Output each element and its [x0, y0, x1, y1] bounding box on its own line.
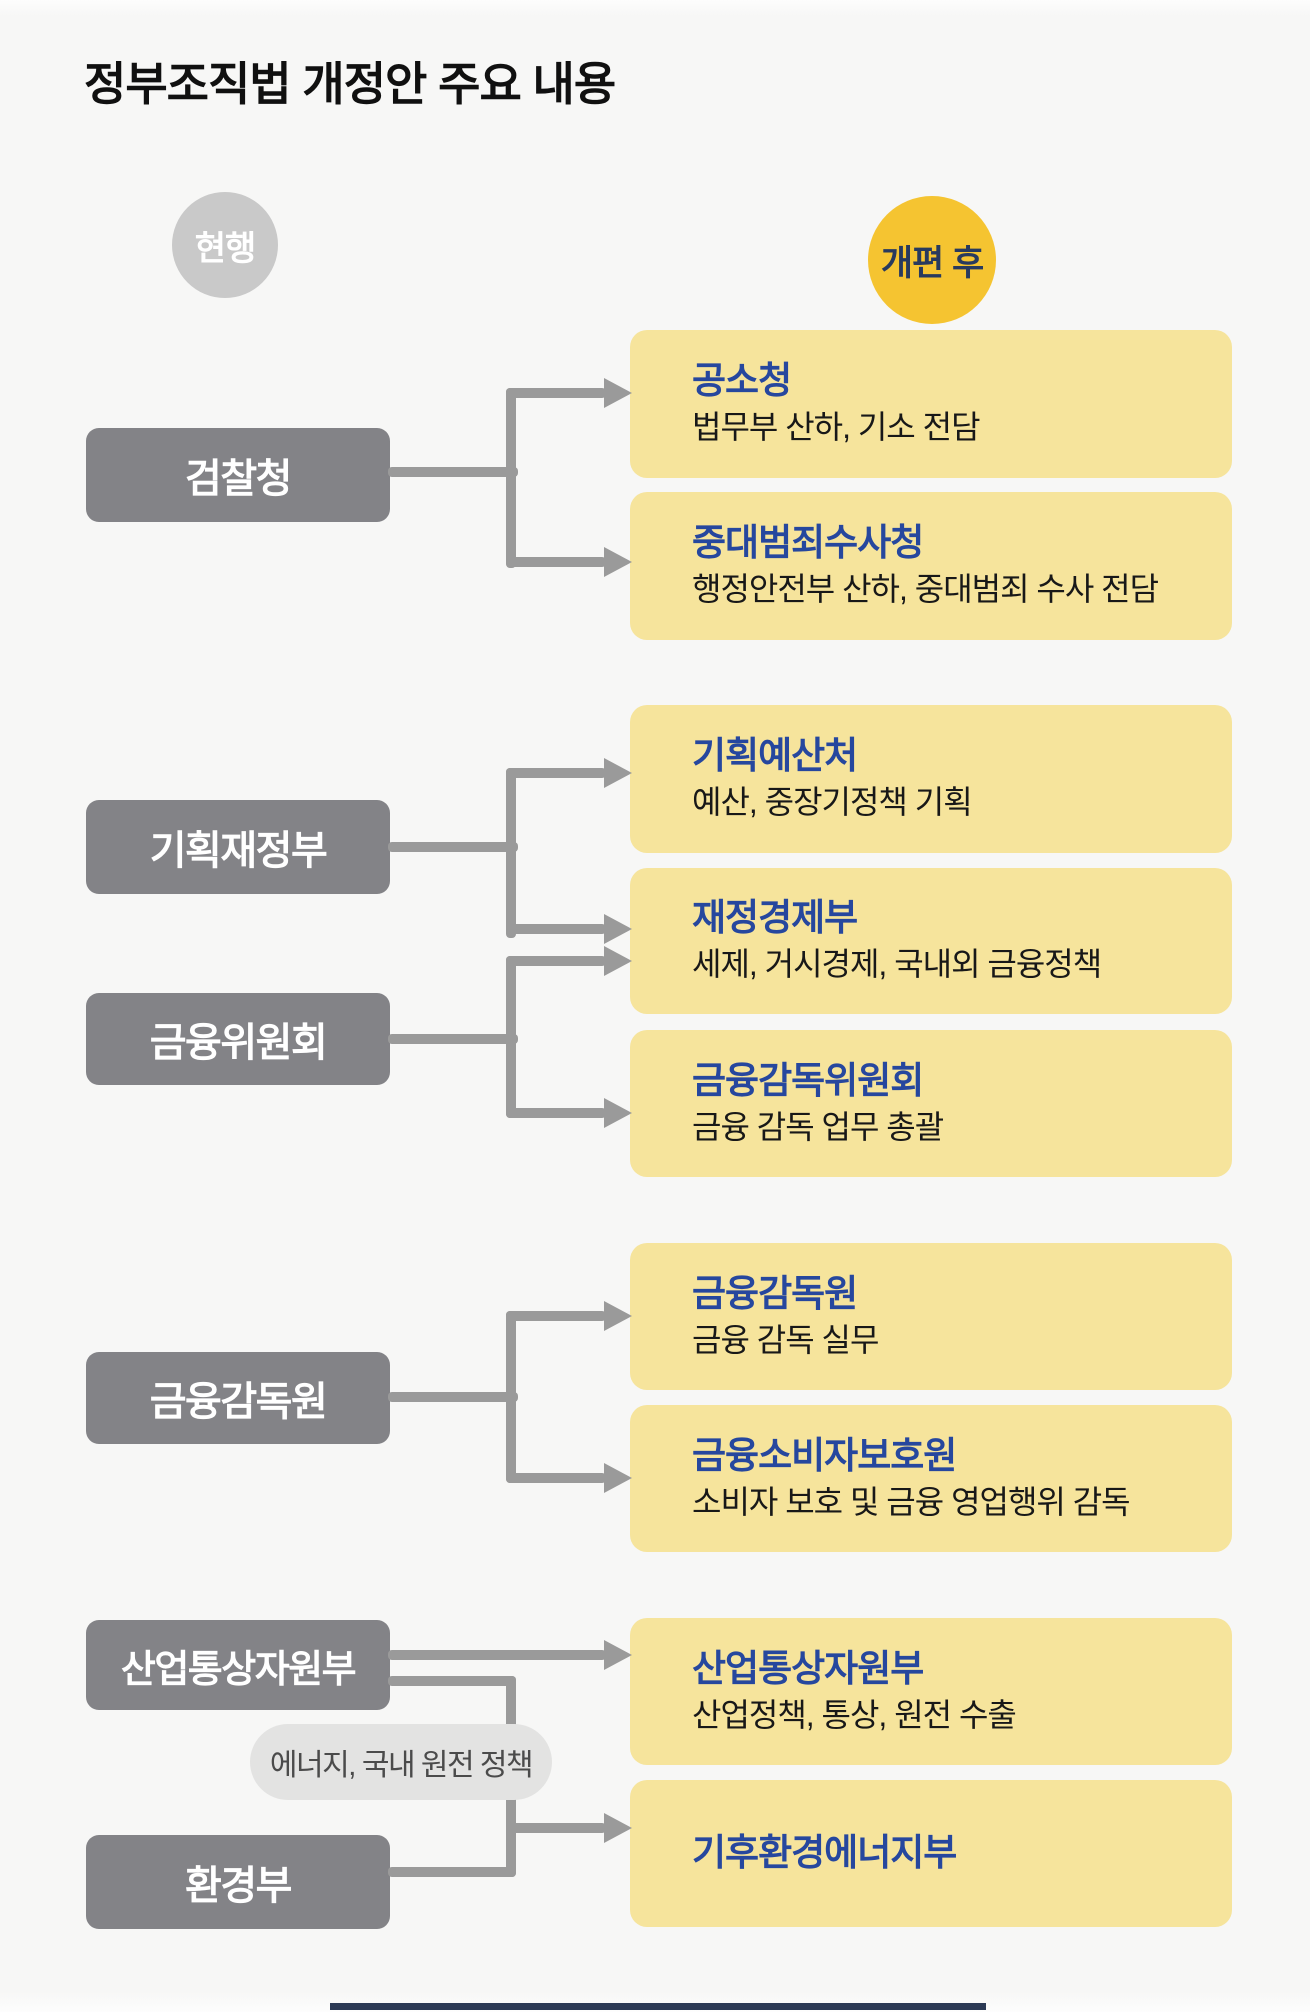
card-title: 기획예산처 — [692, 735, 858, 777]
card-desc: 세제, 거시경제, 국내외 금융정책 — [692, 946, 1102, 983]
reform-agency-card-finance-economy: 재정경제부 세제, 거시경제, 국내외 금융정책 — [630, 868, 1232, 1014]
flow-line — [506, 924, 606, 934]
current-agency-label: 검찰청 — [185, 457, 292, 501]
flow-line — [388, 842, 518, 852]
footer-bar — [330, 2003, 986, 2010]
reform-agency-card-climate-energy: 기후환경에너지부 — [630, 1780, 1232, 1927]
arrowhead-icon — [604, 1301, 632, 1331]
current-agency-box-financial-supervisory: 금융감독원 — [86, 1352, 390, 1444]
flow-line — [506, 768, 516, 938]
arrowhead-icon — [604, 547, 632, 577]
flow-line — [388, 1676, 516, 1686]
note-pill-label: 에너지, 국내 원전 정책 — [269, 1749, 534, 1782]
flow-line — [506, 956, 606, 966]
flow-line — [506, 388, 606, 398]
reform-agency-card-serious-crime: 중대범죄수사청 행정안전부 산하, 중대범죄 수사 전담 — [630, 492, 1232, 640]
current-agency-label: 금융감독원 — [149, 1380, 328, 1424]
arrowhead-icon — [604, 946, 632, 976]
current-agency-box-financial-commission: 금융위원회 — [86, 993, 390, 1085]
flow-line — [388, 1034, 518, 1044]
reform-agency-card-financial-supervisory-commission: 금융감독위원회 금융 감독 업무 총괄 — [630, 1030, 1232, 1177]
current-agency-label: 산업통상자원부 — [120, 1648, 357, 1691]
reform-agency-card-consumer-protection: 금융소비자보호원 소비자 보호 및 금융 영업행위 감독 — [630, 1405, 1232, 1552]
arrowhead-icon — [604, 758, 632, 788]
arrowhead-icon — [604, 1098, 632, 1128]
card-desc: 법무부 산하, 기소 전담 — [692, 409, 981, 446]
current-agency-label: 환경부 — [185, 1864, 292, 1908]
current-agency-box-finance-ministry: 기획재정부 — [86, 800, 390, 894]
card-desc: 산업정책, 통상, 원전 수출 — [692, 1696, 1017, 1733]
flow-line — [388, 1867, 516, 1877]
card-title: 기후환경에너지부 — [692, 1832, 957, 1874]
current-agency-box-industry-trade: 산업통상자원부 — [86, 1620, 390, 1710]
card-title: 금융소비자보호원 — [692, 1434, 957, 1476]
flow-line — [506, 1473, 606, 1483]
card-desc: 행정안전부 산하, 중대범죄 수사 전담 — [692, 571, 1159, 608]
flow-line — [388, 1650, 606, 1660]
card-title: 금융감독원 — [692, 1272, 858, 1314]
card-desc: 금융 감독 업무 총괄 — [692, 1108, 944, 1145]
reform-agency-card-financial-supervisory-service: 금융감독원 금융 감독 실무 — [630, 1243, 1232, 1390]
card-desc: 예산, 중장기정책 기획 — [692, 784, 973, 821]
flow-line — [506, 388, 516, 568]
flow-line — [388, 467, 518, 477]
card-title: 공소청 — [692, 360, 792, 402]
reform-agency-card-planning-budget: 기획예산처 예산, 중장기정책 기획 — [630, 705, 1232, 853]
legend-after-badge: 개편 후 — [868, 196, 996, 324]
current-agency-label: 금융위원회 — [149, 1021, 328, 1065]
legend-current-label: 현행 — [194, 229, 257, 268]
legend-after-label: 개편 후 — [880, 243, 984, 283]
arrowhead-icon — [604, 1640, 632, 1670]
flow-line — [506, 557, 606, 567]
reform-agency-card-industry-trade: 산업통상자원부 산업정책, 통상, 원전 수출 — [630, 1618, 1232, 1765]
card-desc: 금융 감독 실무 — [692, 1321, 879, 1358]
card-title: 금융감독위원회 — [692, 1059, 924, 1101]
card-desc: 소비자 보호 및 금융 영업행위 감독 — [692, 1483, 1131, 1520]
note-pill: 에너지, 국내 원전 정책 — [250, 1724, 552, 1800]
reform-agency-card-prosecution-office: 공소청 법무부 산하, 기소 전담 — [630, 330, 1232, 478]
page-title: 정부조직법 개정안 주요 내용 — [84, 58, 616, 110]
flow-line — [506, 1823, 606, 1833]
flow-line — [506, 1311, 516, 1483]
arrowhead-icon — [604, 1813, 632, 1843]
current-agency-label: 기획재정부 — [149, 829, 328, 873]
flow-line — [506, 1311, 606, 1321]
current-agency-box-prosecution: 검찰청 — [86, 428, 390, 522]
flow-line — [506, 956, 516, 1118]
current-agency-box-environment: 환경부 — [86, 1835, 390, 1929]
arrowhead-icon — [604, 378, 632, 408]
legend-current-badge: 현행 — [172, 192, 278, 298]
flow-line — [388, 1392, 518, 1402]
arrowhead-icon — [604, 1463, 632, 1493]
card-title: 재정경제부 — [692, 897, 858, 939]
card-title: 중대범죄수사청 — [692, 522, 924, 564]
flow-line — [506, 768, 606, 778]
flow-line — [506, 1108, 606, 1118]
arrowhead-icon — [604, 914, 632, 944]
card-title: 산업통상자원부 — [692, 1647, 924, 1689]
